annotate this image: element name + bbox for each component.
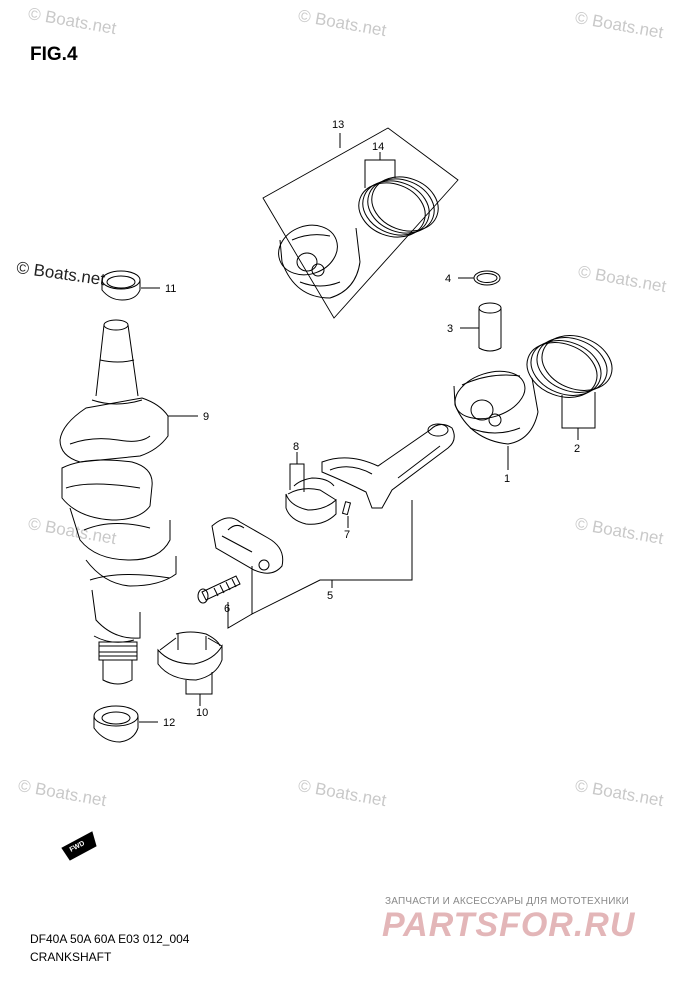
leader-8 [289,463,305,492]
crankshaft-oil-seal-lower: 12 [93,705,175,743]
rod-dowel-pin: 7 [341,501,352,541]
crankshaft: 9 [59,319,209,685]
piston-ring-set-small [358,176,439,238]
callout-13: 13 [332,119,344,131]
callout-3: 3 [447,323,453,335]
callout-2: 2 [574,443,580,455]
callout-4: 4 [445,273,451,285]
callout-7: 7 [344,529,350,541]
callout-1: 1 [504,473,510,485]
callout-9: 9 [203,411,209,423]
connecting-rod: 5 [211,423,455,615]
callout-14: 14 [372,141,384,153]
callout-11: 11 [165,283,176,295]
piston-pin: 3 [447,302,502,352]
diagram-name: CRANKSHAFT [30,950,112,964]
callout-8: 8 [293,441,299,453]
conrod-bearing: 8 [285,441,337,525]
piston: 1 [453,370,539,485]
leader-5 [251,500,413,615]
figure-title: FIG.4 [30,44,78,65]
callout-5: 5 [327,590,333,602]
piston-ring-set: 2 [526,335,613,455]
piston-small [278,224,361,299]
piston-set-group: 13 14 [262,119,459,319]
forward-arrow-icon: FWD [61,831,97,861]
piston-pin-circlip: 4 [445,270,501,286]
partsfor-tagline: ЗАПЧАСТИ И АКСЕССУАРЫ ДЛЯ МОТОТЕХНИКИ [385,896,630,907]
callout-10: 10 [196,707,208,719]
partsfor-logo: PARTSFOR.RU [382,906,636,944]
crankshaft-main-bearing: 10 [157,631,223,719]
callout-6: 6 [224,603,230,615]
diagram-code: DF40A 50A 60A E03 012_004 [30,932,190,946]
conrod-bolt: 6 [197,575,253,629]
group-frame [262,127,459,319]
callout-12: 12 [163,717,175,729]
crankshaft-oil-seal-upper: 11 [101,270,176,301]
leader-10 [185,672,213,695]
leader-6 [227,602,253,629]
